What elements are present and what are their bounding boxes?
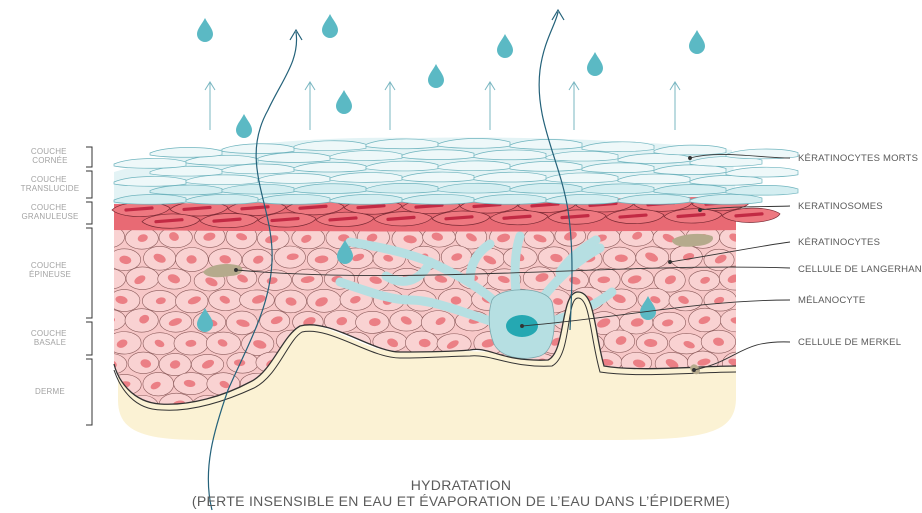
layer-brackets xyxy=(86,147,92,425)
corneocyte xyxy=(726,167,798,177)
cell-nucleus xyxy=(101,316,115,324)
corneocyte xyxy=(726,149,798,159)
label-keratinocytes-morts: KÉRATINOCYTES MORTS xyxy=(798,153,918,164)
water-drop-icon xyxy=(322,14,338,38)
keratinosome xyxy=(504,216,530,218)
label-keratinocytes: KÉRATINOCYTES xyxy=(798,237,880,248)
keratinosome xyxy=(242,207,268,209)
keratinosome xyxy=(214,219,240,221)
evaporation-arrow xyxy=(305,82,315,130)
keratinosome xyxy=(330,218,356,220)
label-melanocyte: MÉLANOCYTE xyxy=(798,295,865,306)
evaporation-arrow xyxy=(670,82,680,130)
layer-label-epineuse: COUCHE ÉPINEUSE xyxy=(29,261,71,279)
label-keratinosomes: KERATINOSOMES xyxy=(798,201,883,212)
corneocyte xyxy=(150,147,222,157)
layer-label-translucide: COUCHE TRANSLUCIDE xyxy=(21,175,80,193)
corneocyte xyxy=(222,144,294,154)
caption-subtitle: (PERTE INSENSIBLE EN EAU ET ÉVAPORATION … xyxy=(0,492,922,510)
keratinosome xyxy=(272,219,298,221)
bracket-cornee xyxy=(86,147,92,167)
cell-nucleus xyxy=(101,231,115,242)
keratinosome xyxy=(474,205,500,207)
layer-label-basale: COUCHE BASALE xyxy=(31,329,69,347)
cell-nucleus xyxy=(100,401,112,410)
water-drop-icon xyxy=(197,18,213,42)
bracket-epineuse xyxy=(86,228,92,318)
keratinosome xyxy=(184,207,210,209)
keratinosome xyxy=(156,220,182,222)
keratinocyte-cell xyxy=(720,309,752,332)
keratinosome xyxy=(532,204,558,206)
bracket-translucide xyxy=(86,171,92,198)
layer-label-cornee: COUCHE CORNÉE xyxy=(31,147,69,165)
layer-label-derme: DERME xyxy=(35,387,65,396)
cell-nucleus xyxy=(101,274,115,285)
bracket-basale xyxy=(86,322,92,355)
keratinosome xyxy=(678,214,704,216)
evaporation-arrow xyxy=(569,82,579,130)
keratinosome xyxy=(300,206,326,208)
bracket-granuleuse xyxy=(86,202,92,224)
keratinocyte-cell xyxy=(94,309,126,330)
keratinosome xyxy=(736,214,762,216)
keratinosome xyxy=(446,217,472,219)
keratinosome xyxy=(620,215,646,217)
water-drop-icon xyxy=(587,52,603,76)
evaporation-arrow xyxy=(205,82,215,130)
keratinosome xyxy=(388,217,414,219)
evaporation-arrow xyxy=(385,82,395,130)
water-drop-icon xyxy=(497,34,513,58)
keratinosome xyxy=(416,205,442,207)
label-langerhans: CELLULE DE LANGERHANS xyxy=(798,264,922,275)
water-drop-icon xyxy=(689,30,705,54)
water-path-right-arrowhead xyxy=(552,10,564,20)
keratinosome xyxy=(358,206,384,208)
corneocyte xyxy=(726,185,798,195)
evaporation-arrow xyxy=(485,82,495,130)
keratinocyte-cell xyxy=(93,269,125,290)
corneocyte xyxy=(114,158,186,168)
evaporation-arrows xyxy=(205,82,680,130)
layer-label-granuleuse: COUCHE GRANULEUSE xyxy=(21,203,78,221)
water-drop-icon xyxy=(336,90,352,114)
keratinosome xyxy=(126,208,152,210)
label-merkel: CELLULE DE MERKEL xyxy=(798,337,901,348)
water-drop-icon xyxy=(428,64,444,88)
water-drop-icon xyxy=(236,114,252,138)
bracket-derme xyxy=(86,359,92,425)
corneum-layer xyxy=(114,138,798,205)
keratinosome xyxy=(562,216,588,218)
keratinocyte-cell xyxy=(94,354,127,375)
